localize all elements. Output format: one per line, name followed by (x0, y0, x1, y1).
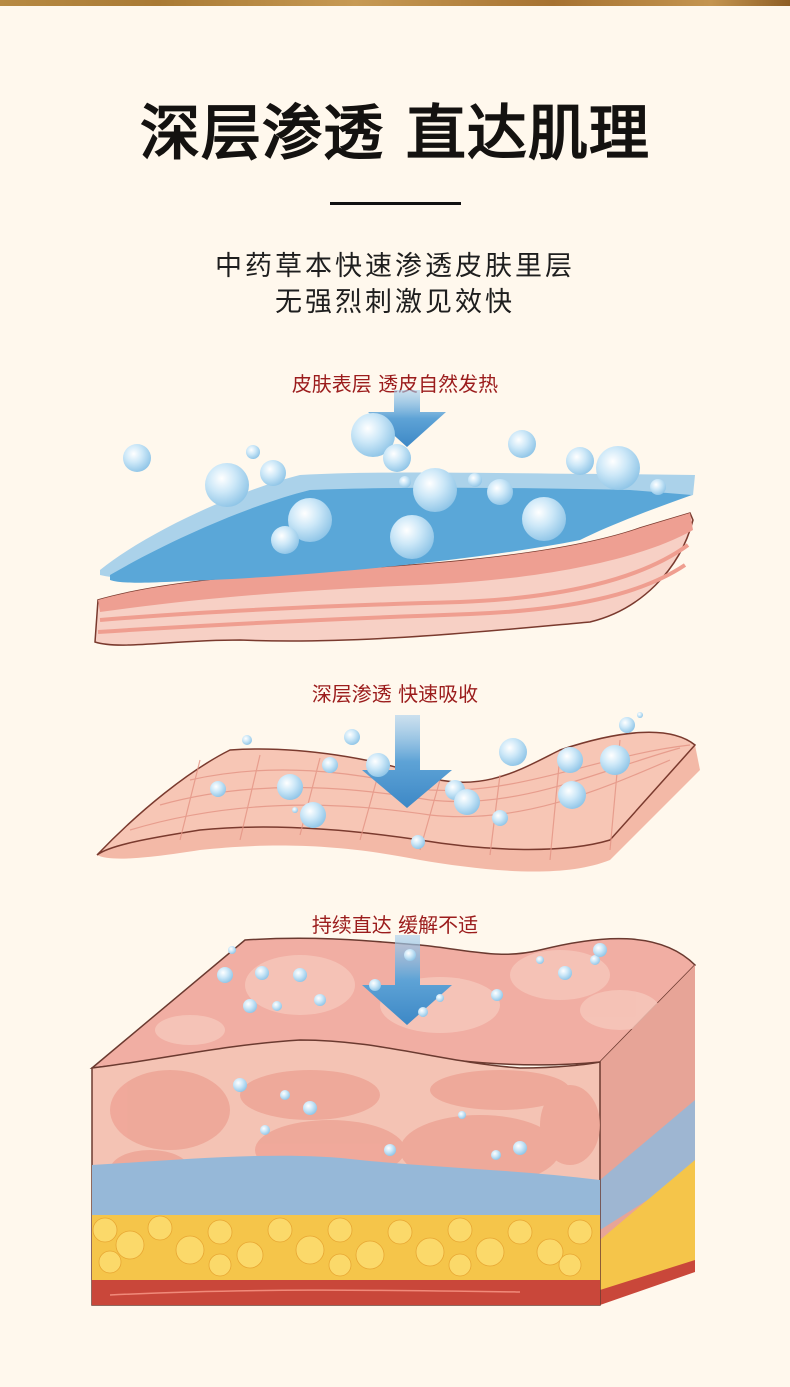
stage-2-label: 深层渗透 快速吸收 (311, 682, 479, 706)
subtitle: 中药草本快速渗透皮肤里层 无强烈刺激见效快 (0, 249, 790, 321)
page-title: 深层渗透 直达肌理 (140, 99, 650, 169)
title-divider (330, 202, 461, 205)
subtitle-line-2: 无强烈刺激见效快 (275, 287, 515, 318)
wavy-skin-illustration (96, 712, 700, 872)
top-wood-border (0, 0, 790, 6)
stage-3-label: 持续直达 缓解不适 (311, 913, 479, 937)
skin-surface-illustration (94, 390, 695, 646)
skin-cross-section-illustration (89, 935, 697, 1306)
subtitle-line-1: 中药草本快速渗透皮肤里层 (215, 251, 575, 282)
